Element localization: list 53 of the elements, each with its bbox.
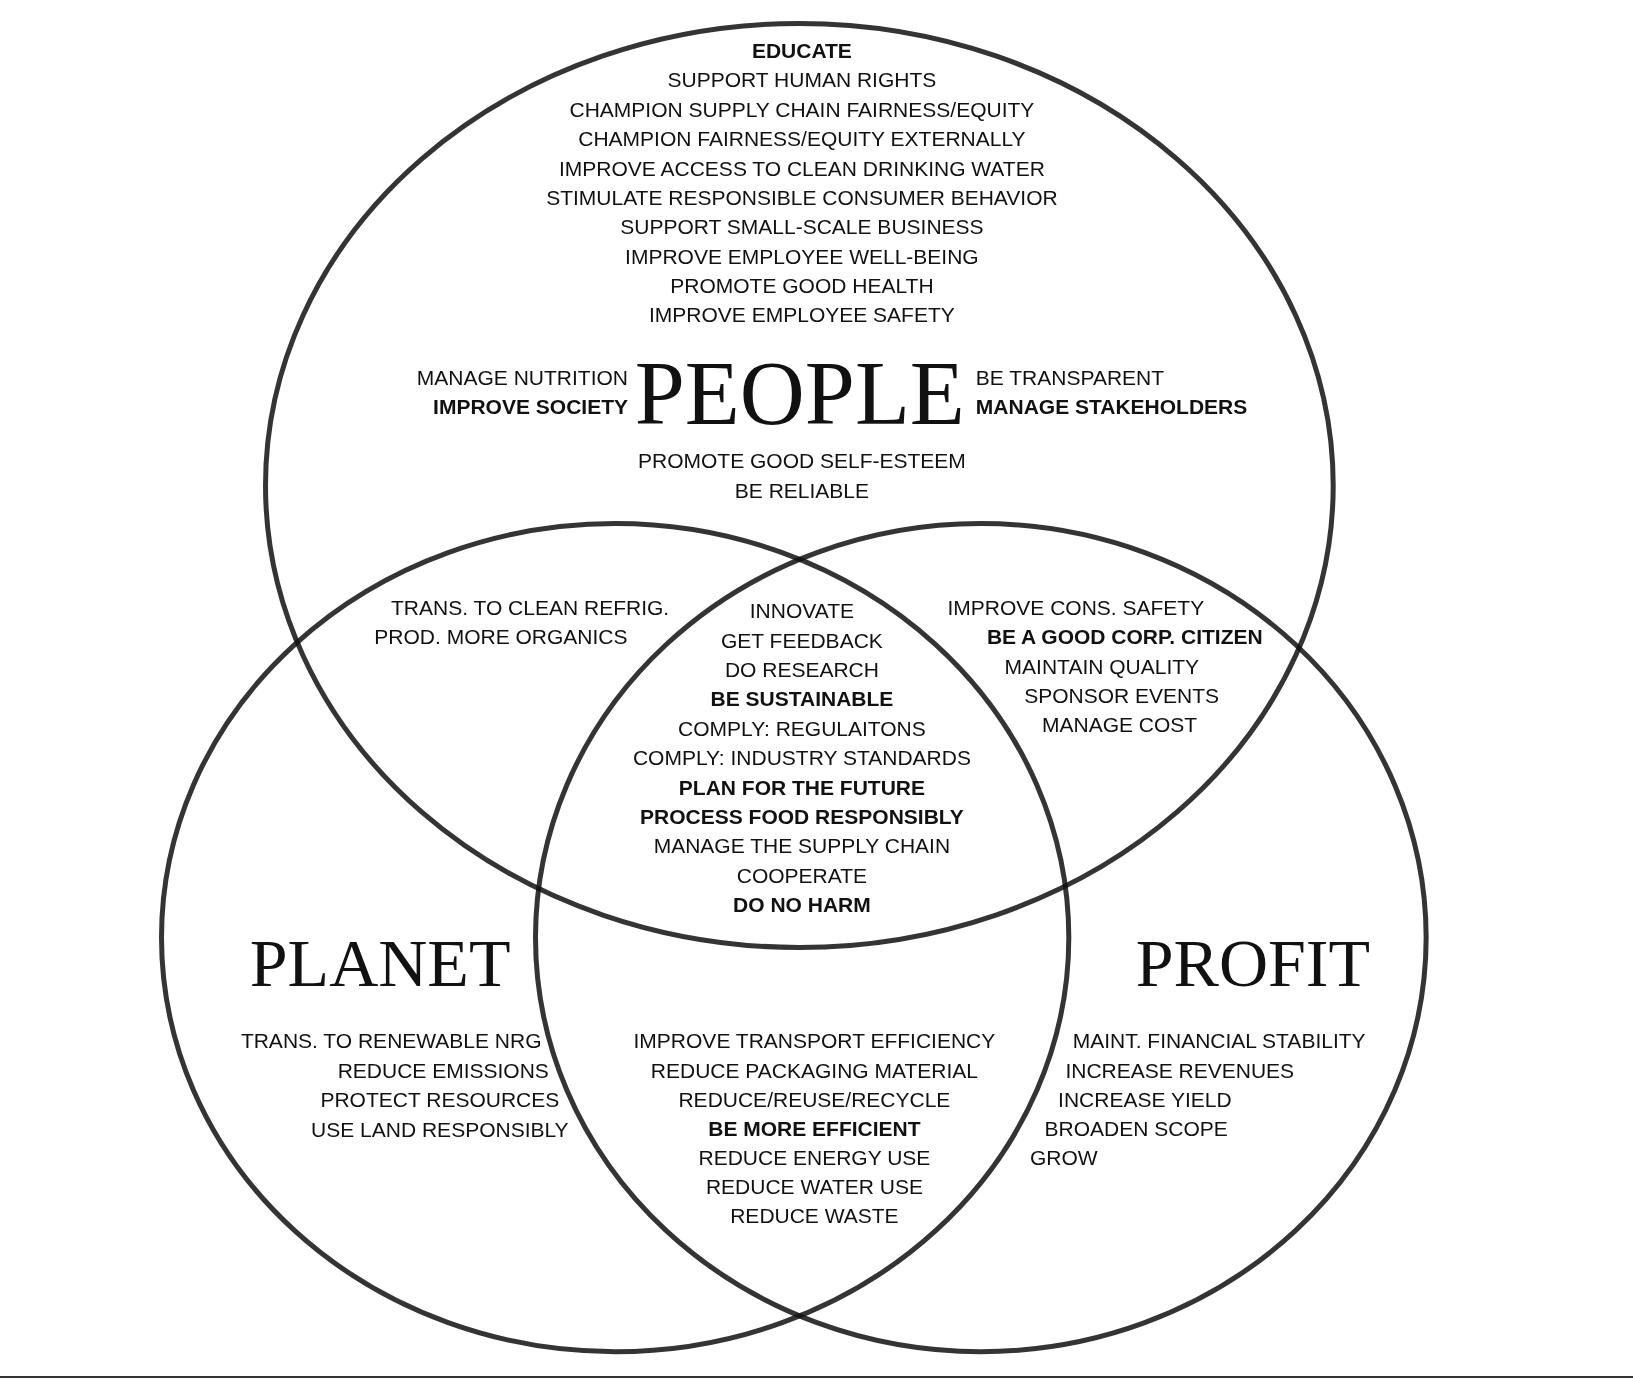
list-item: PROD. MORE ORGANICS [374,625,628,649]
list-item: CHAMPION FAIRNESS/EQUITY EXTERNALLY [578,127,1026,151]
list-item: PROCESS FOOD RESPONSIBLY [640,805,964,829]
list-item: GROW [1030,1146,1098,1170]
circle-title: PEOPLE [634,348,965,439]
list-item: MANAGE STAKEHOLDERS [975,395,1248,419]
list-item: COMPLY: INDUSTRY STANDARDS [632,746,971,770]
list-item: PROMOTE GOOD SELF-ESTEEM [637,449,966,473]
list-item: PLAN FOR THE FUTURE [678,776,925,800]
list-item: REDUCE WATER USE [705,1175,923,1199]
list-item: BE A GOOD CORP. CITIZEN [986,625,1263,649]
list-item: CHAMPION SUPPLY CHAIN FAIRNESS/EQUITY [569,98,1035,122]
list-item: MAINTAIN QUALITY [1004,654,1200,679]
list-item: IMPROVE EMPLOYEE SAFETY [649,303,955,327]
list-item: SUPPORT SMALL-SCALE BUSINESS [620,215,984,239]
list-item: REDUCE EMISSIONS [337,1059,549,1083]
list-item: MANAGE COST [1041,713,1198,737]
list-item: DO RESEARCH [724,658,879,682]
list-item: MANAGE NUTRITION [416,366,628,390]
list-item: COOPERATE [736,864,868,888]
list-item: REDUCE ENERGY USE [698,1146,931,1170]
list-item: BE TRANSPARENT [975,366,1165,390]
list-item: IMPROVE ACCESS TO CLEAN DRINKING WATER [559,156,1045,181]
list-item: IMPROVE EMPLOYEE WELL-BEING [625,245,979,269]
list-item: EDUCATE [751,39,852,63]
list-item: IMPROVE TRANSPORT EFFICIENCY [633,1029,996,1053]
list-item: IMPROVE CONS. SAFETY [947,596,1205,620]
list-item: PROTECT RESOURCES [320,1088,560,1112]
list-item: SPONSOR EVENTS [1024,684,1220,708]
list-item: PROMOTE GOOD HEALTH [670,274,934,298]
list-item: USE LAND RESPONSIBLY [311,1118,569,1142]
circle-title: PROFIT [1135,929,1370,998]
list-item: BROADEN SCOPE [1044,1117,1228,1141]
list-item: INNOVATE [749,599,854,623]
list-item: BE RELIABLE [734,478,869,503]
list-item: BE MORE EFFICIENT [708,1117,921,1141]
list-item: TRANS. TO RENEWABLE NRG [240,1029,542,1053]
list-item: TRANS. TO CLEAN REFRIG. [391,596,670,620]
circle-title: PLANET [249,929,511,998]
list-item: BE SUSTAINABLE [710,687,894,711]
list-item: MANAGE THE SUPPLY CHAIN [653,834,951,858]
list-item: COMPLY: REGULAITONS [678,717,926,741]
list-item: IMPROVE SOCIETY [433,395,628,419]
list-item: MAINT. FINANCIAL STABILITY [1072,1029,1366,1053]
list-item: REDUCE PACKAGING MATERIAL [650,1059,978,1083]
list-item: GET FEEDBACK [721,629,883,653]
list-item: STIMULATE RESPONSIBLE CONSUMER BEHAVIOR [546,186,1058,210]
list-item: SUPPORT HUMAN RIGHTS [667,68,937,92]
list-item: DO NO HARM [733,893,871,917]
list-item: INCREASE YIELD [1058,1088,1232,1112]
list-item: REDUCE/REUSE/RECYCLE [678,1088,951,1112]
list-item: INCREASE REVENUES [1065,1059,1295,1083]
list-item: REDUCE WASTE [730,1204,899,1228]
